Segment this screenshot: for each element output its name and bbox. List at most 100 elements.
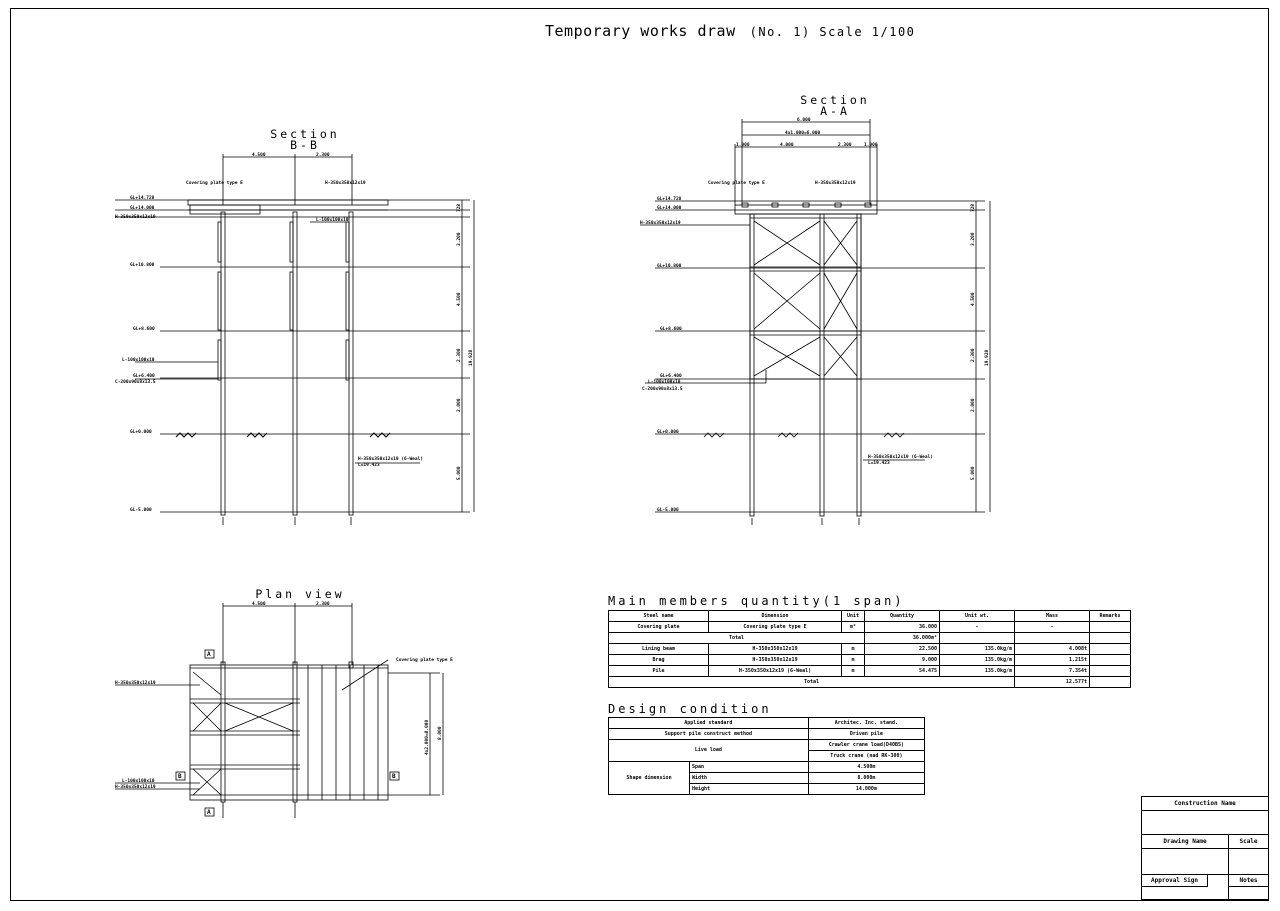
aa-rdim-2: 3.200 bbox=[970, 232, 976, 246]
bb-rdim-2: 3.200 bbox=[456, 232, 462, 246]
qcell: 135.0kg/m bbox=[939, 654, 1015, 666]
bb-level-6: GL+0.000 bbox=[130, 429, 152, 435]
dcell: Support pile construct method bbox=[608, 728, 809, 740]
qcell: Lining beam bbox=[608, 643, 709, 655]
table-row: Support pile construct method Driven pil… bbox=[608, 728, 926, 740]
dcell: Applied standard bbox=[608, 717, 809, 729]
bb-level-5: GL+6.400 bbox=[133, 373, 155, 379]
bb-level-4: GL+8.600 bbox=[133, 326, 155, 332]
quantity-title: Main members quantity(1 span) bbox=[608, 594, 905, 608]
qcell: H-350x350x12x19 bbox=[708, 654, 842, 666]
qcell: - bbox=[1014, 621, 1090, 633]
bb-dim-2: 2.300 bbox=[316, 152, 330, 158]
qcell: H-350x350x12x19 (6-Weal) bbox=[708, 665, 842, 677]
qcell-empty bbox=[1089, 676, 1131, 688]
section-aa-title-line1: Section bbox=[800, 93, 870, 107]
aa-dim-5: 2.300 bbox=[838, 142, 852, 148]
plan-left-label-1: H-350x350x12x19 bbox=[115, 680, 156, 686]
tb-drawing-name: Drawing Name bbox=[1142, 835, 1229, 849]
aa-left-label-1: H-350x350x12x19 bbox=[640, 220, 681, 226]
qcell: Total bbox=[608, 632, 865, 644]
aa-level-2: GL+14.000 bbox=[657, 205, 682, 211]
drawing-title-main: Temporary works draw bbox=[545, 22, 736, 40]
table-row: Shape dimension Span 4.500m bbox=[608, 761, 926, 795]
bb-left-label-2: L-100x100x10 bbox=[122, 357, 155, 363]
plan-view-title: Plan view bbox=[255, 587, 345, 601]
drawing-title: Temporary works draw (No. 1) Scale 1/100 bbox=[545, 22, 915, 40]
table-row: Pile H-350x350x12x19 (6-Weal) m 54.475 1… bbox=[608, 665, 1131, 677]
bb-right-label: L-100x100x10 bbox=[316, 217, 349, 223]
dcell: 8.000m bbox=[807, 772, 926, 784]
table-row: Lining beam H-350x350x12x19 m 22.500 135… bbox=[608, 643, 1131, 655]
aa-left-label-2: L-100x100x10 bbox=[648, 379, 681, 385]
aa-rdim-5: 2.000 bbox=[970, 398, 976, 412]
bb-dim-1: 4.500 bbox=[252, 152, 266, 158]
aa-dim-1: 6.000 bbox=[797, 117, 811, 123]
dcell: 14.000m bbox=[807, 783, 926, 795]
plan-view-title-text: Plan view bbox=[255, 587, 345, 601]
qcell-empty bbox=[1014, 632, 1090, 644]
bb-left-label-3: C-200x90x8x13.5 bbox=[115, 379, 156, 385]
dcell: Architec. Inc. stand. bbox=[807, 717, 926, 729]
bb-h-label: H-350x350x12x19 bbox=[325, 180, 366, 186]
bb-rdim-7: 19.928 bbox=[468, 349, 474, 366]
section-bb-title-line2: B-B bbox=[290, 138, 320, 152]
section-bb-drawing bbox=[115, 154, 475, 525]
bb-level-3: GL+10.800 bbox=[130, 262, 155, 268]
bb-level-1: GL+14.728 bbox=[130, 195, 155, 201]
qcell-empty bbox=[1089, 632, 1131, 644]
tb-construction-name: Construction Name bbox=[1142, 797, 1268, 811]
table-row: Width 8.000m bbox=[609, 772, 926, 784]
bb-rdim-6: 5.000 bbox=[456, 466, 462, 480]
qcell: - bbox=[939, 621, 1015, 633]
bb-level-2: GL+14.000 bbox=[130, 205, 155, 211]
aa-level-4: GL+8.600 bbox=[660, 326, 682, 332]
plan-rdim-2: 8.000 bbox=[437, 726, 443, 740]
qcell bbox=[1089, 643, 1131, 655]
section-aa-title-line2: A-A bbox=[820, 104, 850, 118]
aa-rdim-1: 728 bbox=[970, 204, 976, 212]
table-row: Brag H-350x350x12x19 m 9.000 135.0kg/m 1… bbox=[608, 654, 1131, 666]
qcell: m² bbox=[841, 621, 865, 633]
aa-rdim-4: 2.300 bbox=[970, 348, 976, 362]
title-block: Construction Name Drawing Name Scale App… bbox=[1141, 796, 1269, 900]
qh-2: Unit bbox=[841, 610, 865, 622]
plan-rdim-1: 4x2.000=8.000 bbox=[424, 719, 430, 755]
quantity-header-row: Steel name Dimension Unit Quantity Unit … bbox=[608, 610, 1131, 622]
dcell: Crawler crane load(D40BS) bbox=[807, 739, 926, 751]
qcell: 9.000 bbox=[864, 654, 940, 666]
aa-rdim-3: 4.500 bbox=[970, 292, 976, 306]
qcell: m bbox=[841, 665, 865, 677]
plan-marker-a-bottom: A bbox=[207, 809, 211, 816]
bb-rdim-3: 4.500 bbox=[456, 292, 462, 306]
drawing-sheet bbox=[10, 8, 1269, 901]
tb-scale: Scale bbox=[1229, 835, 1268, 849]
table-row: Live load Crawler crane load(D40BS) bbox=[608, 739, 926, 762]
table-row: Covering plate Covering plate type E m² … bbox=[608, 621, 1131, 633]
bb-pile-length: L=19.423 bbox=[358, 462, 380, 468]
qcell: 7.354t bbox=[1014, 665, 1090, 677]
qcell: Covering plate type E bbox=[708, 621, 842, 633]
bb-rdim-1: 728 bbox=[456, 204, 462, 212]
qcell: Pile bbox=[608, 665, 709, 677]
plan-dim-1: 4.500 bbox=[252, 601, 266, 607]
qcell bbox=[1089, 665, 1131, 677]
plan-view-drawing bbox=[115, 603, 444, 818]
qcell: Brag bbox=[608, 654, 709, 666]
bb-covering-label: Covering plate type E bbox=[186, 180, 243, 186]
qh-3: Quantity bbox=[864, 610, 940, 622]
qcell bbox=[1089, 621, 1131, 633]
design-table: Applied standard Architec. Inc. stand. S… bbox=[608, 717, 926, 795]
plan-left-label-2: L-100x100x10 bbox=[122, 778, 155, 784]
dcell: Live load bbox=[608, 739, 809, 762]
qcell: Covering plate bbox=[608, 621, 709, 633]
qcell: H-350x350x12x19 bbox=[708, 643, 842, 655]
section-bb-title-line1: Section bbox=[270, 127, 340, 141]
tb-construction-value bbox=[1142, 811, 1268, 835]
qcell bbox=[1089, 654, 1131, 666]
aa-dim-3: 1.000 bbox=[736, 142, 750, 148]
plan-marker-a-top: A bbox=[207, 651, 211, 658]
design-title: Design condition bbox=[608, 702, 772, 716]
aa-h-label: H-350x350x12x19 bbox=[815, 180, 856, 186]
drawing-title-sub: (No. 1) Scale 1/100 bbox=[749, 25, 916, 39]
